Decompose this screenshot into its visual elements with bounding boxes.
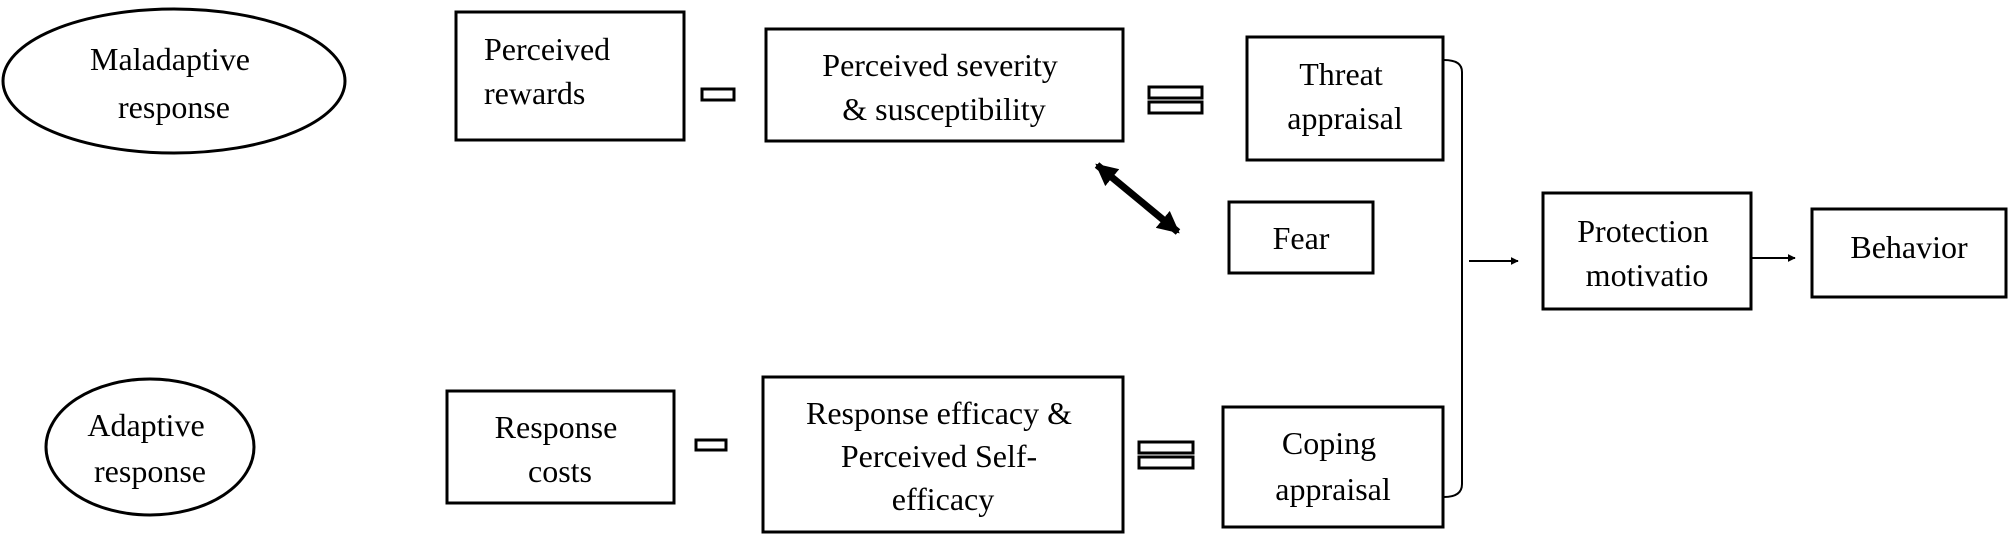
svg-text:Threat appraisal: Threat appraisal <box>1287 56 1403 136</box>
svg-text:Response costs: Response costs <box>495 409 626 489</box>
svg-text:Perceived rewards: Perceived rewards <box>484 31 618 111</box>
node-maladaptive-response: Maladaptive response <box>1 7 347 155</box>
node-behavior: Behavior <box>1810 207 2008 299</box>
node-protection-motivation: Protection motivatio <box>1541 191 1753 311</box>
svg-text:Protection motivatio: Protection motivatio <box>1577 213 1717 293</box>
operator-minus <box>700 87 736 102</box>
svg-text:Response efficacy & Perc: Response efficacy & Perceived Self- effi… <box>806 395 1080 517</box>
appraisal-bracket <box>1443 59 1463 498</box>
node-perceived-rewards: Perceived rewards <box>454 10 686 142</box>
node-perceived-severity: Perceived severity & susceptibility <box>764 27 1125 143</box>
node-coping-appraisal: Coping appraisal <box>1221 405 1445 529</box>
node-response-efficacy: Response efficacy & Perceived Self- effi… <box>761 375 1125 534</box>
node-adaptive-response: Adaptive response <box>44 377 256 517</box>
node-fear: Fear <box>1227 200 1375 275</box>
operator-equals <box>1137 440 1195 470</box>
svg-text:Perceived severity & sus: Perceived severity & susceptibility <box>822 47 1065 127</box>
operator-minus <box>694 438 728 452</box>
svg-text:Behavior: Behavior <box>1850 229 1968 265</box>
svg-text:Maladaptive response: Maladaptive response <box>90 41 258 125</box>
operator-equals <box>1147 85 1204 115</box>
svg-text:Coping appraisal: Coping appraisal <box>1275 425 1391 507</box>
svg-text:Adaptive response: Adaptive response <box>87 407 212 489</box>
edge-severity-fear <box>1094 162 1181 235</box>
node-response-costs: Response costs <box>445 389 676 505</box>
node-threat-appraisal: Threat appraisal <box>1245 35 1445 162</box>
svg-text:Fear: Fear <box>1273 220 1330 256</box>
